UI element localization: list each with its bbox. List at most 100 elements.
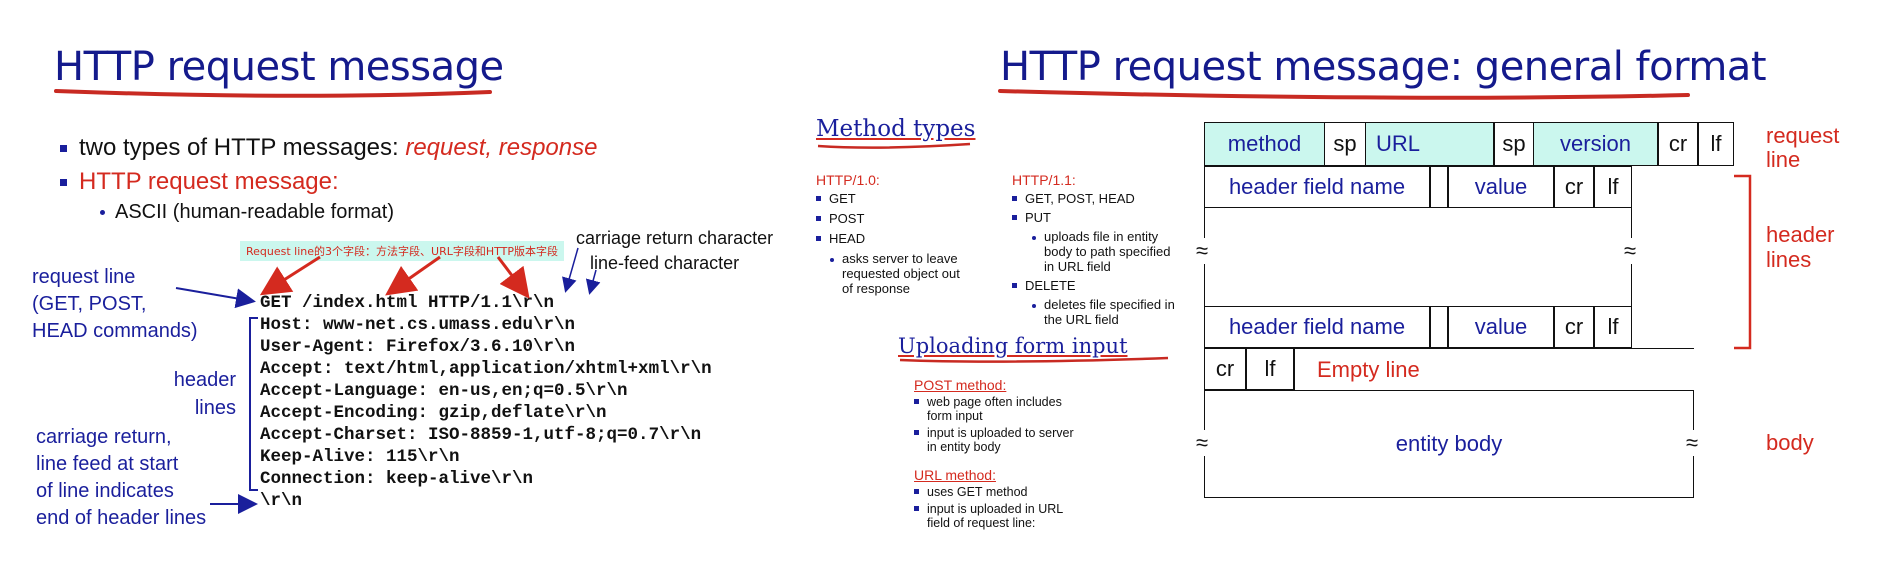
annotation-text: (GET, POST,: [32, 293, 147, 315]
cell-sp: sp: [1324, 122, 1366, 166]
bullet-dot: [100, 210, 105, 216]
sub-bullet-text: ASCII (human-readable format): [115, 201, 395, 223]
annotation-text: lines: [194, 397, 236, 419]
list-item-text: DELETE: [1025, 278, 1076, 293]
bullet-square: [816, 196, 821, 202]
bullet-square: [816, 216, 821, 222]
code-line-header: Accept-Encoding: gzip,deflate\r\n: [260, 403, 607, 423]
cell-lf: lf: [1698, 122, 1734, 166]
list-item-text: PUT: [1025, 210, 1051, 225]
sub-item: asks server to leave requested object ou…: [830, 251, 960, 296]
sub-item-text: asks server to leave: [842, 251, 958, 266]
code-line-header: Accept-Language: en-us,en;q=0.5\r\n: [260, 381, 628, 401]
list-item-text: GET, POST, HEAD: [1025, 191, 1135, 206]
wavy-break-icon: ≈: [1196, 238, 1209, 264]
sub-item-text: the URL field: [1044, 312, 1119, 327]
arrow-to-url: [385, 255, 441, 296]
http10-title: HTTP/1.0:: [816, 172, 880, 188]
annotation-text: header: [173, 369, 236, 391]
annotation-text: carriage return,: [36, 426, 172, 448]
annotation-text: HEAD commands): [32, 320, 198, 342]
bullet-square: [914, 430, 919, 436]
cell-version: version: [1534, 122, 1658, 166]
bullet-message-types: two types of HTTP messages: request, res…: [60, 134, 597, 162]
bullet-square: [914, 489, 919, 495]
sub-item-text: deletes file specified in: [1044, 297, 1175, 312]
cell-cr: cr: [1204, 348, 1246, 390]
list-item: DELETE: [1012, 278, 1175, 293]
sub-item-text: body to path specified: [1044, 244, 1171, 259]
label-request-line: request line: [1766, 124, 1839, 172]
code-line-header: Host: www-net.cs.umass.edu\r\n: [260, 315, 576, 335]
list-item: POST: [816, 211, 960, 226]
list-item-text: POST: [829, 211, 865, 226]
arrow-to-version: [496, 256, 530, 299]
sub-item-text: in URL field: [1044, 259, 1111, 274]
sub-item-text: uploads file in entity: [1044, 229, 1159, 244]
cell-header-field-name: header field name: [1204, 166, 1430, 208]
left-slide-title: HTTP request message: [54, 44, 504, 90]
cell-url: URL: [1366, 122, 1494, 166]
url-method-heading: URL method:: [914, 467, 996, 483]
method-types-heading: Method types: [816, 116, 976, 142]
cell-lf: lf: [1594, 306, 1632, 348]
list-item: uses GET method: [914, 485, 1063, 499]
code-line-header: Connection: keep-alive\r\n: [260, 469, 534, 489]
label-text: line: [1766, 147, 1801, 172]
annotation-header-lines: header lines: [166, 366, 236, 422]
list-item-text: form input: [927, 409, 983, 423]
bullet-square: [1012, 283, 1017, 289]
bullet-dot: [1032, 303, 1036, 308]
bullet-square: [914, 506, 919, 512]
list-item-text: HEAD: [829, 231, 866, 246]
http-request-code-block: GET /index.html HTTP/1.1\r\n Host: www-n…: [260, 292, 712, 512]
post-method-heading: POST method:: [914, 377, 1007, 393]
list-item-text: field of request line:: [927, 516, 1036, 530]
annotation-text: line feed at start: [36, 453, 179, 475]
cell-header-field-name: header field name: [1204, 306, 1430, 348]
cell-entity-body: entity body: [1204, 390, 1694, 498]
header-lines-bracket: [249, 317, 258, 491]
wavy-break-icon: ≈: [1686, 430, 1699, 456]
list-item-text: web page often includes: [927, 395, 1062, 409]
list-item-text: input is uploaded in URL: [927, 502, 1064, 516]
heading-underline: [899, 356, 1169, 363]
list-item: GET, POST, HEAD: [1012, 191, 1175, 206]
empty-line-label: Empty line: [1317, 356, 1420, 382]
bullet-emphasis: request, response: [405, 134, 598, 161]
cell-lf: lf: [1246, 348, 1294, 390]
cell-cr: cr: [1554, 166, 1594, 208]
http11-list: HTTP/1.1: GET, POST, HEAD PUT uploads fi…: [1012, 172, 1175, 327]
title-underline: [998, 89, 1690, 100]
heading-underline: [817, 142, 971, 149]
bullet-square: [60, 179, 67, 187]
label-body: body: [1766, 430, 1814, 455]
bullet-square: [1012, 196, 1017, 202]
arrow-to-method: [259, 255, 321, 296]
cell-sp: sp: [1494, 122, 1534, 166]
code-line-request: GET /index.html HTTP/1.1\r\n: [260, 293, 555, 313]
bullet-square: [914, 399, 919, 405]
wavy-break-icon: ≈: [1624, 238, 1637, 264]
list-item-text: in entity body: [927, 440, 1001, 454]
bullet-dot: [830, 257, 834, 262]
list-item: PUT: [1012, 210, 1175, 225]
cell-cr: cr: [1658, 122, 1698, 166]
arrow-to-cr: [562, 247, 579, 293]
cell-value: value: [1448, 166, 1554, 208]
label-text: lines: [1766, 247, 1812, 272]
cell-value: value: [1448, 306, 1554, 348]
code-line-header: Accept-Charset: ISO-8859-1,utf-8;q=0.7\r…: [260, 425, 702, 445]
sub-bullet-ascii: ASCII (human-readable format): [100, 201, 394, 224]
sub-item: deletes file specified in the URL field: [1032, 297, 1175, 327]
bullet-text: HTTP request message:: [79, 168, 339, 195]
header-lines-red-bracket: [1734, 174, 1752, 350]
code-line-header: Accept: text/html,application/xhtml+xml\…: [260, 359, 712, 379]
bullet-text: two types of HTTP messages:: [79, 134, 406, 161]
http11-title: HTTP/1.1:: [1012, 172, 1076, 188]
label-text: header: [1766, 222, 1835, 247]
